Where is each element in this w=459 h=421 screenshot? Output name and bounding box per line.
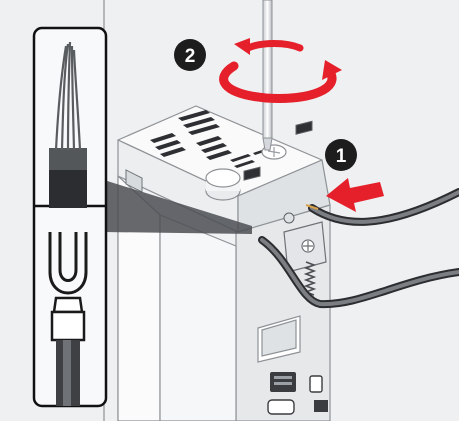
- step-badge-1: 1: [325, 139, 357, 171]
- insertion-arrow-icon: [326, 178, 384, 212]
- step-badge-2: 2: [174, 39, 206, 71]
- spring: [303, 261, 317, 296]
- top-knob: [205, 168, 241, 201]
- fork-terminal-icon: [48, 232, 88, 406]
- callout-pointer: [104, 180, 252, 234]
- device-housing: [117, 105, 331, 421]
- wire-strand-tip: [305, 204, 319, 210]
- step-number-2: 2: [185, 46, 196, 67]
- clamp-bracket: [283, 221, 327, 273]
- connected-wires: [258, 188, 459, 309]
- marking-labels: [267, 372, 328, 415]
- terminal-openings: [243, 120, 313, 224]
- stranded-wire-end-icon: [49, 41, 87, 208]
- step-number-1: 1: [336, 146, 347, 167]
- rotation-arrow-icon: [219, 38, 342, 103]
- side-window: [257, 315, 301, 363]
- screwdriver: [262, 0, 273, 151]
